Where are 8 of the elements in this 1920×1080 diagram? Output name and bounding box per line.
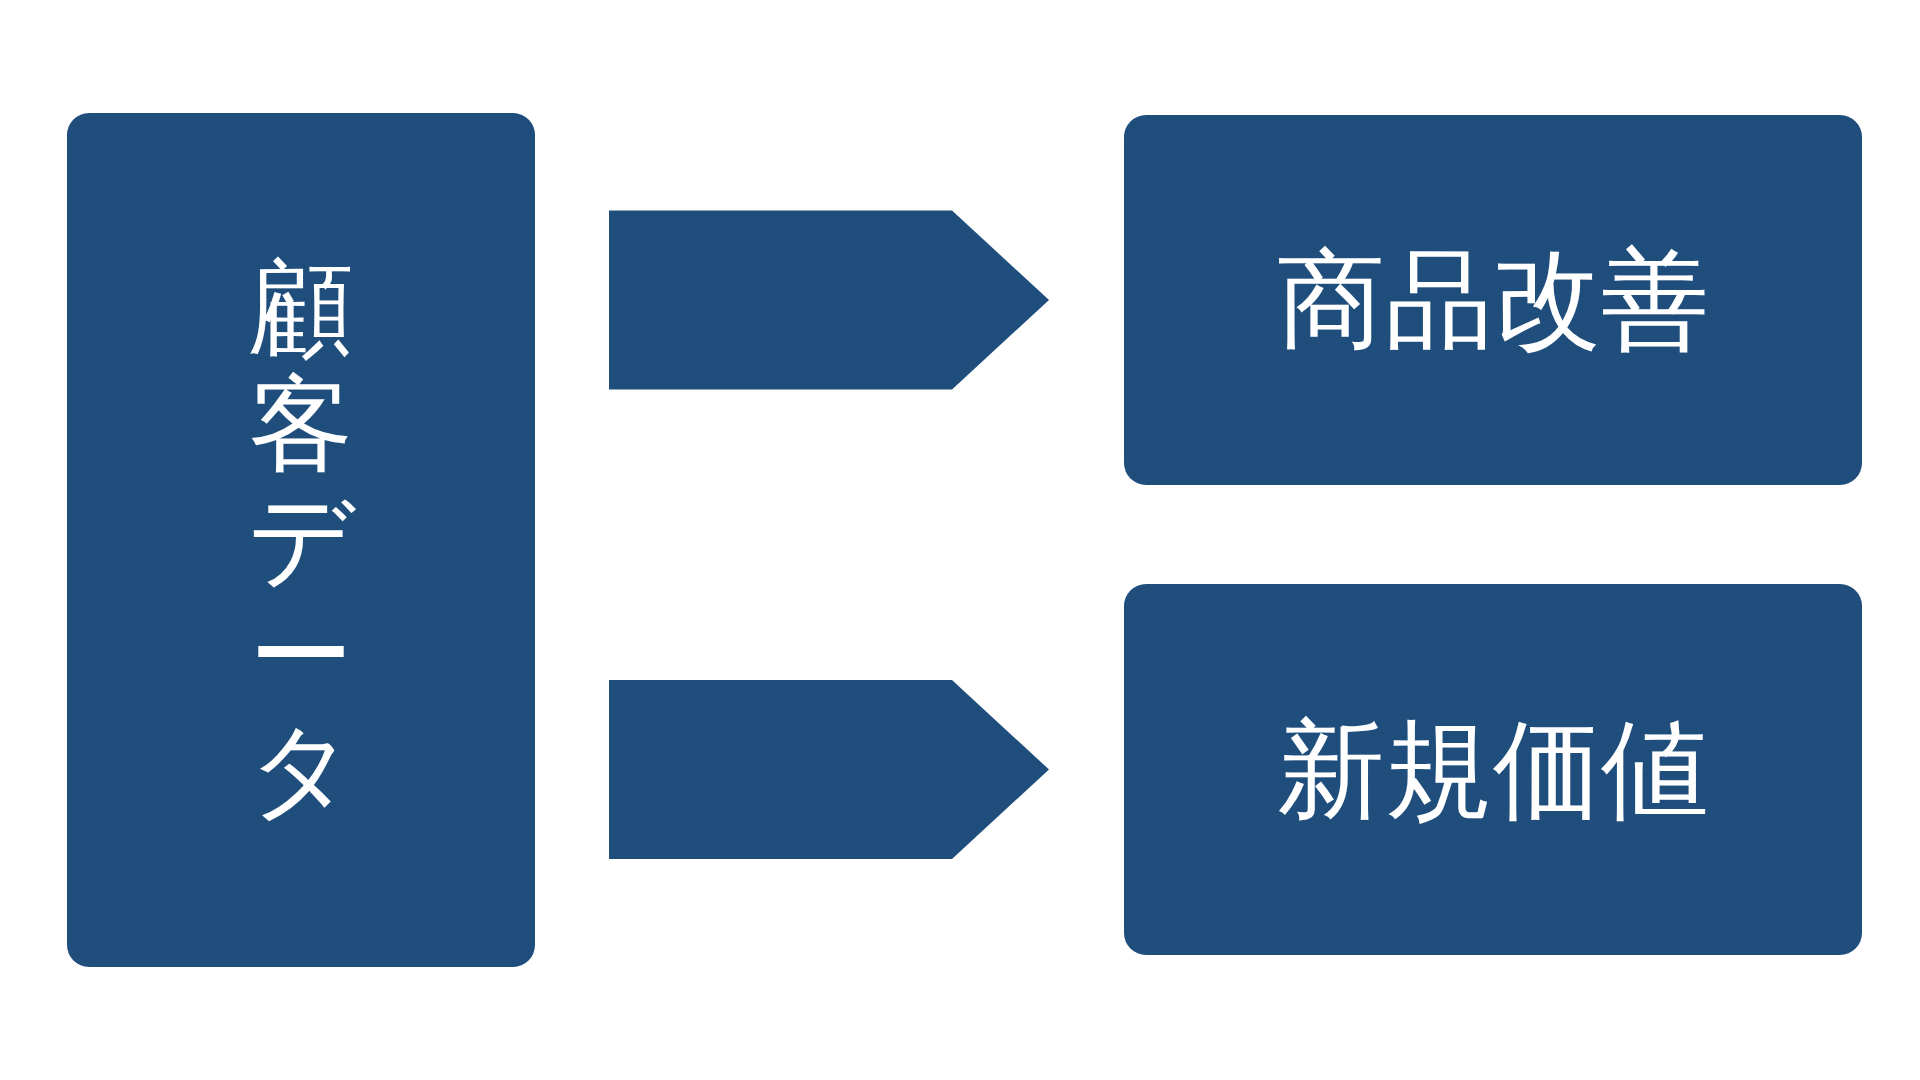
process-box — [1124, 115, 1862, 485]
block-arrow — [609, 680, 1049, 859]
process-box — [67, 113, 535, 967]
process-box — [1124, 584, 1862, 955]
label-text: 顧客データ — [247, 251, 355, 829]
block-arrow — [609, 210, 1049, 390]
label-text: 新規価値 — [1277, 712, 1709, 827]
label-text: 商品改善 — [1277, 243, 1709, 357]
